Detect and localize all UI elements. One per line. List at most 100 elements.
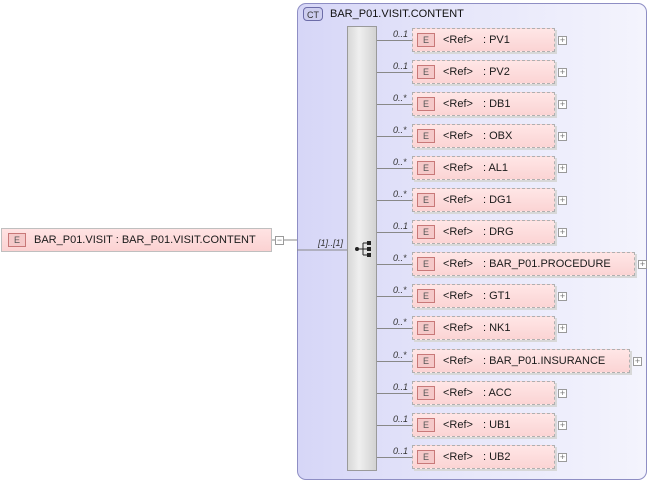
child-ref-label: <Ref> [443, 226, 473, 238]
element-icon: E [417, 161, 435, 175]
child-connector [377, 72, 412, 73]
child-type-name: : BAR_P01.PROCEDURE [482, 258, 611, 270]
child-type-name: : DRG [482, 226, 514, 238]
root-expand-icon[interactable]: − [275, 235, 284, 245]
element-icon: E [417, 97, 435, 111]
child-type-name: : GT1 [482, 290, 511, 302]
child-connector [377, 393, 412, 394]
child-ref-label: <Ref> [443, 162, 473, 174]
child-type-name: : UB2 [482, 451, 511, 463]
child-type-name: : AL1 [482, 162, 509, 174]
element-icon: E [417, 129, 435, 143]
child-element[interactable]: E<Ref>: UB1 [412, 413, 555, 437]
root-element[interactable]: E BAR_P01.VISIT : BAR_P01.VISIT.CONTENT [1, 228, 272, 252]
child-ref-label: <Ref> [443, 290, 473, 302]
child-ref-label: <Ref> [443, 98, 473, 110]
expand-plus-icon[interactable]: + [558, 323, 567, 333]
child-connector [377, 232, 412, 233]
child-connector [377, 40, 412, 41]
child-element[interactable]: E <Ref> : AL1 [412, 156, 555, 180]
child-cardinality: 0..* [393, 93, 407, 103]
child-ref-label: <Ref> [443, 258, 473, 270]
element-icon: E [417, 33, 435, 47]
child-ref-label: <Ref> [443, 130, 473, 142]
child-ref-label: <Ref> [443, 451, 473, 463]
expand-plus-icon[interactable]: + [633, 356, 642, 366]
sequence-icon [355, 241, 371, 257]
child-connector [377, 457, 412, 458]
child-cardinality: 0..1 [393, 446, 409, 456]
expand-plus-icon[interactable]: + [558, 452, 567, 462]
expand-plus-icon[interactable]: + [558, 35, 567, 45]
complex-type-title: BAR_P01.VISIT.CONTENT [330, 8, 464, 20]
expand-plus-icon[interactable]: + [558, 195, 567, 205]
child-element[interactable]: E <Ref> : DB1 [412, 92, 555, 116]
child-type-name: : PV1 [482, 34, 510, 46]
child-cardinality: 0..1 [393, 414, 409, 424]
child-ref-label: <Ref> [443, 34, 473, 46]
child-element[interactable]: E <Ref> : UB2 [412, 445, 555, 469]
child-ref-label: <Ref> [443, 322, 473, 334]
child-cardinality: 0..1 [393, 61, 409, 71]
child-type-name: : DG1 [482, 194, 512, 206]
expand-plus-icon[interactable]: + [558, 227, 567, 237]
child-cardinality: 0..1 [393, 221, 409, 231]
expand-plus-icon[interactable]: + [558, 131, 567, 141]
child-type-name: : ACC [482, 387, 512, 399]
element-icon: E [417, 65, 435, 79]
expand-plus-icon[interactable]: + [558, 291, 567, 301]
child-type-name: : BAR_P01.INSURANCE [482, 355, 606, 367]
child-cardinality: 0..* [393, 350, 407, 360]
child-element[interactable]: E <Ref> : BAR_P01.PROCEDURE [412, 252, 635, 276]
element-icon: E [8, 233, 26, 247]
child-ref-label: <Ref> [443, 355, 473, 367]
child-element[interactable]: E <Ref> : BAR_P01.INSURANCE [412, 349, 630, 373]
element-icon: E [417, 418, 435, 432]
expand-plus-icon[interactable]: + [558, 163, 567, 173]
child-connector [377, 168, 412, 169]
child-element[interactable]: E <Ref> : NK1 [412, 316, 555, 340]
element-icon: E [417, 225, 435, 239]
child-type-name: : PV2 [482, 66, 510, 78]
child-type-name: : NK1 [482, 322, 511, 334]
child-cardinality: 0..* [393, 285, 407, 295]
child-element[interactable]: E <Ref> : GT1 [412, 284, 555, 308]
child-element[interactable]: E <Ref> : OBX [412, 124, 555, 148]
child-element[interactable]: E <Ref> : PV2 [412, 60, 555, 84]
expand-plus-icon[interactable]: + [558, 388, 567, 398]
expand-plus-icon[interactable]: + [558, 67, 567, 77]
child-connector [377, 425, 412, 426]
child-connector [377, 361, 412, 362]
child-element[interactable]: E<Ref>: ACC [412, 381, 555, 405]
element-icon: E [417, 354, 435, 368]
child-type-name: : OBX [482, 130, 513, 142]
element-icon: E [417, 450, 435, 464]
expand-plus-icon[interactable]: + [558, 99, 567, 109]
child-connector [377, 296, 412, 297]
child-connector [377, 200, 412, 201]
element-icon: E [417, 193, 435, 207]
element-icon: E [417, 386, 435, 400]
child-type-name: : DB1 [482, 98, 511, 110]
expand-plus-icon[interactable]: + [558, 420, 567, 430]
child-cardinality: 0..* [393, 125, 407, 135]
child-cardinality: 0..* [393, 253, 407, 263]
child-element[interactable]: E <Ref> : PV1 [412, 28, 555, 52]
child-ref-label: <Ref> [443, 419, 473, 431]
child-element[interactable]: E <Ref> : DG1 [412, 188, 555, 212]
element-icon: E [417, 289, 435, 303]
expand-plus-icon[interactable]: + [638, 259, 647, 269]
child-ref-label: <Ref> [443, 66, 473, 78]
child-connector [377, 328, 412, 329]
sequence-cardinality: [1]..[1] [318, 238, 344, 248]
element-icon: E [417, 257, 435, 271]
child-connector [377, 136, 412, 137]
child-ref-label: <Ref> [443, 194, 473, 206]
child-cardinality: 0..* [393, 157, 407, 167]
element-icon: E [417, 321, 435, 335]
root-element-label: BAR_P01.VISIT : BAR_P01.VISIT.CONTENT [34, 234, 256, 246]
child-connector [377, 264, 412, 265]
child-cardinality: 0..* [393, 317, 407, 327]
child-element[interactable]: E <Ref> : DRG [412, 220, 555, 244]
complex-type-badge: CT [303, 7, 323, 21]
